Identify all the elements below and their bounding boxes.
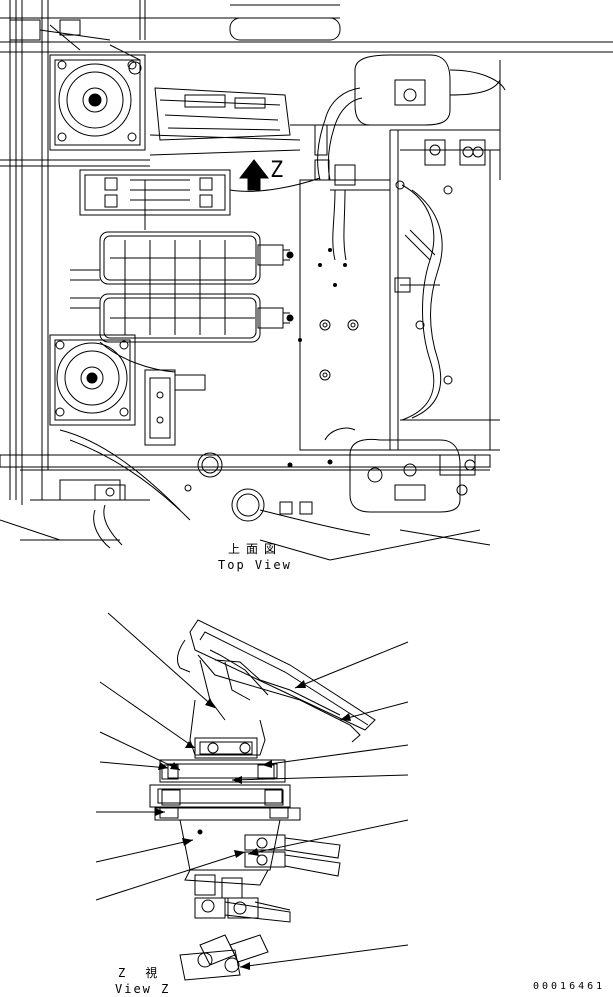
engine-mount-lower xyxy=(49,334,136,426)
drawing-number: 00016461 xyxy=(533,981,606,992)
lower-right-pedal xyxy=(349,438,476,513)
mount-bolts xyxy=(287,248,347,468)
valve-block-upper xyxy=(79,169,321,216)
control-unit xyxy=(149,87,390,156)
pedal-top-view xyxy=(354,54,506,166)
upper-left-fittings xyxy=(9,19,142,75)
lower-left-lever xyxy=(59,369,371,549)
view-z-drawing xyxy=(95,612,409,981)
hoses xyxy=(314,87,440,441)
control-valve-assembly xyxy=(70,231,294,373)
leader-arrowheads xyxy=(155,680,351,970)
view-z-label-jp: Z 視 xyxy=(118,966,162,980)
chassis-frame xyxy=(0,0,613,561)
view-z-arrow xyxy=(238,159,270,191)
mount-holes xyxy=(319,180,453,385)
top-view-arrow-label: Z xyxy=(270,158,284,183)
top-view-label-en: Top View xyxy=(218,558,292,572)
engine-mount-upper xyxy=(49,54,146,151)
top-view-label-jp: 上面図 xyxy=(228,542,283,556)
view-z-label-en: View Z xyxy=(115,982,171,996)
